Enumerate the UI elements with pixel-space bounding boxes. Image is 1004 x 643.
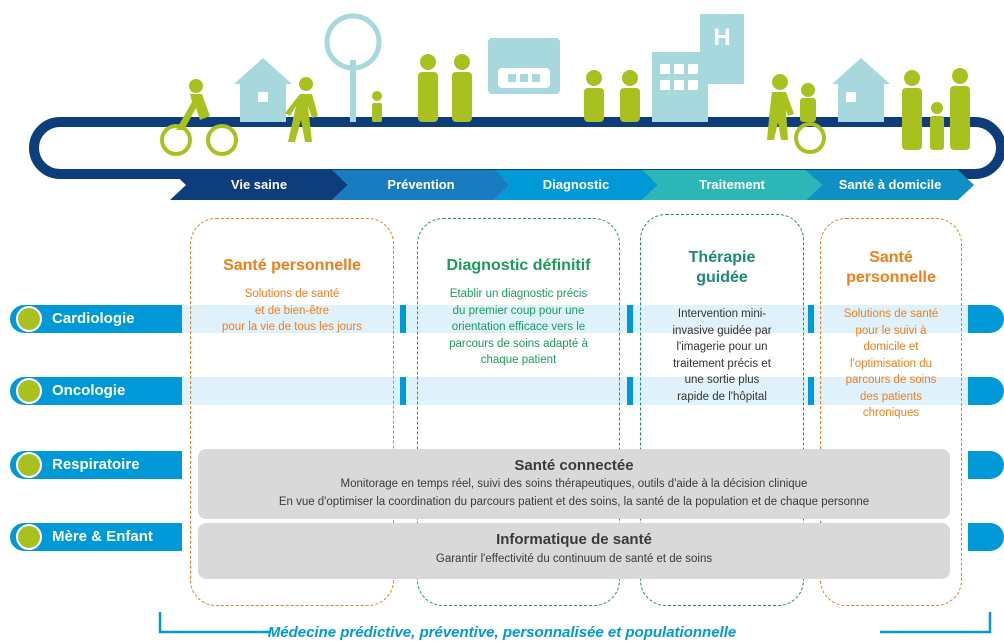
stage-sante-domicile: Santé à domicile xyxy=(838,177,942,192)
row-label-oncologie: Oncologie xyxy=(52,382,126,399)
column-title: Diagnostic définitif xyxy=(446,257,591,274)
row-tick xyxy=(627,377,633,405)
patient-journey-illustration: H xyxy=(29,13,1004,200)
tree-icon xyxy=(324,13,382,122)
sante-connectee-title: Santé connectée xyxy=(514,457,634,474)
stage-traitement: Traitement xyxy=(699,177,765,192)
informatique-sante-line1: Garantir l'effectivité du continuum de s… xyxy=(435,553,713,565)
cells-icon xyxy=(16,378,42,404)
stage-diagnostic: Diagnostic xyxy=(542,177,610,192)
heart-icon xyxy=(16,306,42,332)
clinic-building-icon xyxy=(488,38,560,94)
child-icon xyxy=(372,91,382,122)
row-end-cardiologie xyxy=(968,305,1004,333)
footer-caption: Médecine prédictive, préventive, personn… xyxy=(267,624,737,641)
footer-bracket xyxy=(158,612,992,634)
sante-connectee-line1: Monitorage en temps réel, suivi des soin… xyxy=(340,478,808,490)
column-sante-personnelle xyxy=(190,218,394,606)
row-band-cardiologie xyxy=(180,305,968,333)
wheelchair-icon xyxy=(794,83,826,154)
lungs-icon xyxy=(16,452,42,478)
stage-chevron xyxy=(494,170,658,200)
column-sante-personnelle-domicile xyxy=(820,218,962,606)
row-end-oncologie xyxy=(968,377,1004,405)
nurse-icon xyxy=(452,54,472,122)
baby-icon xyxy=(16,524,42,550)
stage-chevron xyxy=(806,170,974,200)
caregiver-icon xyxy=(767,74,794,140)
svg-text:H: H xyxy=(713,24,730,51)
family-icon xyxy=(902,68,970,150)
doctor-icon xyxy=(584,70,604,122)
row-tick xyxy=(627,305,633,333)
stage-prevention: Prévention xyxy=(387,177,455,192)
stage-chevron xyxy=(332,170,510,200)
row-band-oncologie xyxy=(180,377,968,405)
row-tick xyxy=(400,377,406,405)
row-tick xyxy=(808,377,814,405)
doctor-icon xyxy=(418,54,438,122)
informatique-sante-bar xyxy=(198,523,950,579)
row-tick xyxy=(808,305,814,333)
row-label-respiratoire: Respiratoire xyxy=(52,456,140,473)
informatique-sante-title: Informatique de santé xyxy=(496,531,652,548)
journey-track xyxy=(29,117,1004,179)
house-icon xyxy=(234,58,292,122)
sante-connectee-bar xyxy=(198,449,950,519)
stage-vie-saine: Vie saine xyxy=(230,177,288,192)
hospital-icon: H xyxy=(652,14,744,122)
column-title: Santé personnelle xyxy=(223,257,361,274)
row-tick xyxy=(400,305,406,333)
column-therapie-guidee xyxy=(640,214,804,606)
row-end-mere-enfant xyxy=(968,523,1004,551)
patient-icon xyxy=(620,70,640,122)
home-icon xyxy=(832,58,890,122)
sante-connectee-line2: En vue d'optimiser la coordination du pa… xyxy=(278,496,870,508)
column-diagnostic-definitif xyxy=(417,218,620,606)
walker-icon xyxy=(285,77,318,142)
row-label-mere-enfant: Mère & Enfant xyxy=(52,528,153,545)
stage-chevron xyxy=(642,170,822,200)
row-end-respiratoire xyxy=(968,451,1004,479)
stage-chevron xyxy=(170,170,348,200)
row-label-cardiologie: Cardiologie xyxy=(52,310,135,327)
cyclist-icon xyxy=(160,79,238,156)
